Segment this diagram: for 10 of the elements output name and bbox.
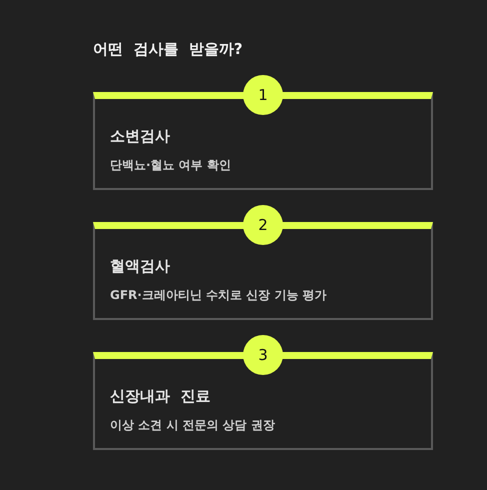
step-heading: 신장내과 진료	[110, 387, 210, 406]
step-number-circle: 2	[243, 205, 283, 245]
step-description: 이상 소견 시 전문의 상담 권장	[110, 417, 275, 434]
step-description: GFR·크레아티닌 수치로 신장 기능 평가	[110, 287, 327, 304]
step-heading: 소변검사	[110, 127, 170, 146]
step-number-circle: 3	[243, 335, 283, 375]
diagram-title: 어떤 검사를 받을까?	[93, 40, 243, 59]
step-number-circle: 1	[243, 75, 283, 115]
step-heading: 혈액검사	[110, 257, 170, 276]
step-description: 단백뇨·혈뇨 여부 확인	[110, 157, 231, 174]
